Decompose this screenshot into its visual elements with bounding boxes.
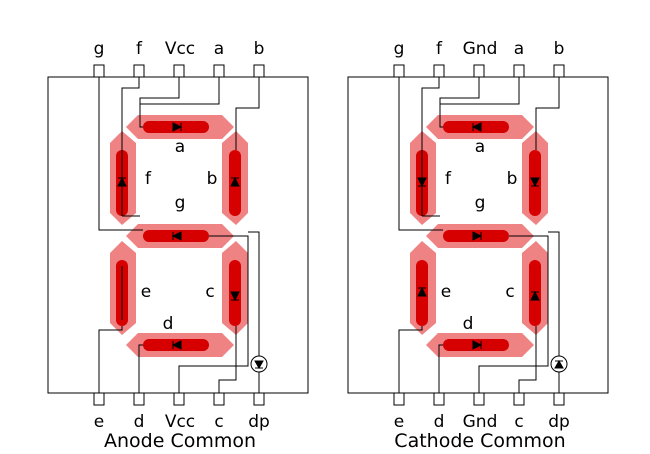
- segment-label-e: e: [441, 282, 451, 302]
- display-title: Cathode Common: [394, 430, 565, 452]
- dp-diode: [554, 359, 564, 369]
- top-pin-label: b: [254, 39, 265, 59]
- top-pin-label: g: [94, 39, 105, 59]
- segment-label-c: c: [505, 282, 514, 302]
- diode-e: [417, 286, 427, 297]
- diode-g: [171, 231, 182, 241]
- dp-diode: [254, 360, 264, 370]
- segment-label-f: f: [145, 169, 152, 189]
- segment-label-b: b: [207, 169, 218, 189]
- bottom-pin-pad: [133, 392, 145, 406]
- wire-common-top: [139, 77, 180, 128]
- wire-e: [98, 326, 123, 393]
- bottom-pin-pad: [473, 392, 485, 406]
- top-pin-pad: [393, 64, 405, 78]
- bottom-pin-label: d: [134, 412, 145, 432]
- segment-label-e: e: [141, 282, 151, 302]
- diode-f: [417, 177, 427, 188]
- segment-label-a: a: [475, 137, 485, 157]
- wire-f: [121, 77, 140, 216]
- wire-g: [398, 77, 443, 231]
- diode-c: [230, 291, 240, 302]
- bottom-pin-pad: [93, 392, 105, 406]
- top-pin-pad: [133, 64, 145, 78]
- wire-g: [98, 77, 143, 231]
- segment-label-d: d: [163, 314, 174, 334]
- bottom-pin-label: Vcc: [165, 412, 195, 432]
- wire-b: [235, 77, 260, 150]
- bottom-pin-label: e: [94, 412, 104, 432]
- diode-c: [530, 290, 540, 301]
- wire-d: [138, 344, 143, 393]
- bottom-pin-label: dp: [248, 412, 270, 432]
- diode-g: [472, 231, 483, 241]
- bottom-pin-pad: [513, 392, 525, 406]
- segment-label-a: a: [175, 137, 185, 157]
- top-pin-label: f: [136, 39, 143, 59]
- bottom-pin-label: Gnd: [463, 412, 498, 432]
- wire-e: [398, 326, 423, 393]
- diode-b: [230, 176, 240, 187]
- segment-label-b: b: [507, 169, 518, 189]
- diode-d: [472, 340, 483, 350]
- wire-b: [535, 77, 560, 150]
- wire-dp-common: [248, 231, 260, 356]
- bottom-pin-label: c: [514, 412, 523, 432]
- top-pin-pad: [213, 64, 225, 78]
- segment-label-g: g: [475, 193, 486, 213]
- top-pin-label: Gnd: [463, 39, 498, 59]
- wire-common-bottom: [478, 235, 549, 393]
- bottom-pin-label: dp: [548, 412, 570, 432]
- wire-c: [218, 326, 237, 393]
- segment-label-d: d: [463, 314, 474, 334]
- wire-common-top: [439, 77, 480, 128]
- bottom-pin-pad: [553, 392, 565, 406]
- top-pin-pad: [93, 64, 105, 78]
- top-pin-pad: [553, 64, 565, 78]
- wire-a: [440, 77, 520, 105]
- bottom-pin-pad: [433, 392, 445, 406]
- wire-c: [518, 326, 537, 393]
- diode-a: [172, 122, 183, 132]
- segment-label-c: c: [205, 282, 214, 302]
- bottom-pin-pad: [213, 392, 225, 406]
- top-pin-pad: [433, 64, 445, 78]
- bottom-pin-label: d: [434, 412, 445, 432]
- top-pin-pad: [253, 64, 265, 78]
- top-pin-label: g: [394, 39, 405, 59]
- segment-label-g: g: [175, 193, 186, 213]
- diode-f: [117, 176, 127, 187]
- top-pin-label: f: [436, 39, 443, 59]
- top-pin-pad: [173, 64, 185, 78]
- segment-label-f: f: [445, 169, 452, 189]
- wire-common-bottom: [178, 235, 249, 393]
- display-title: Anode Common: [104, 430, 256, 452]
- display-anode-common: a b c d e f g g f Vcc a b e d Vcc c dp A…: [47, 39, 309, 452]
- wire-d: [438, 344, 443, 393]
- top-pin-label: a: [214, 39, 224, 59]
- bottom-pin-pad: [253, 392, 265, 406]
- top-pin-pad: [513, 64, 525, 78]
- display-cathode-common: a b c d e f g g f Gnd a b e d Gnd c dp C…: [347, 39, 609, 452]
- top-pin-label: b: [554, 39, 565, 59]
- diode-a: [471, 122, 482, 132]
- diode-d: [171, 340, 182, 350]
- wire-dp-common: [548, 231, 560, 356]
- bottom-pin-label: e: [394, 412, 404, 432]
- top-pin-label: Vcc: [165, 39, 195, 59]
- wire-a: [140, 77, 220, 105]
- wire-f: [421, 77, 440, 216]
- diode-b: [530, 177, 540, 188]
- top-pin-label: a: [514, 39, 524, 59]
- bottom-pin-pad: [393, 392, 405, 406]
- bottom-pin-pad: [173, 392, 185, 406]
- top-pin-pad: [473, 64, 485, 78]
- bottom-pin-label: c: [214, 412, 223, 432]
